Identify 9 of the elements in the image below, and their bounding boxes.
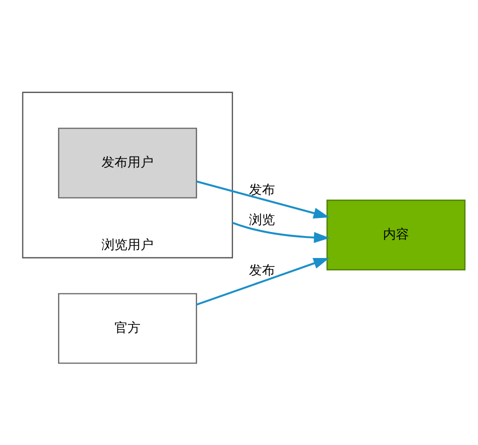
edge-label: 浏览 — [248, 212, 275, 228]
arrow — [232, 221, 330, 243]
edge-label: 发布 — [248, 262, 275, 278]
node-box: 内容 — [326, 199, 466, 270]
node-box: 官方 — [58, 292, 198, 364]
node-box: 发布用户 — [58, 127, 198, 198]
arrow — [196, 257, 330, 306]
edge-label: 发布 — [248, 182, 275, 198]
arrow — [196, 180, 330, 218]
